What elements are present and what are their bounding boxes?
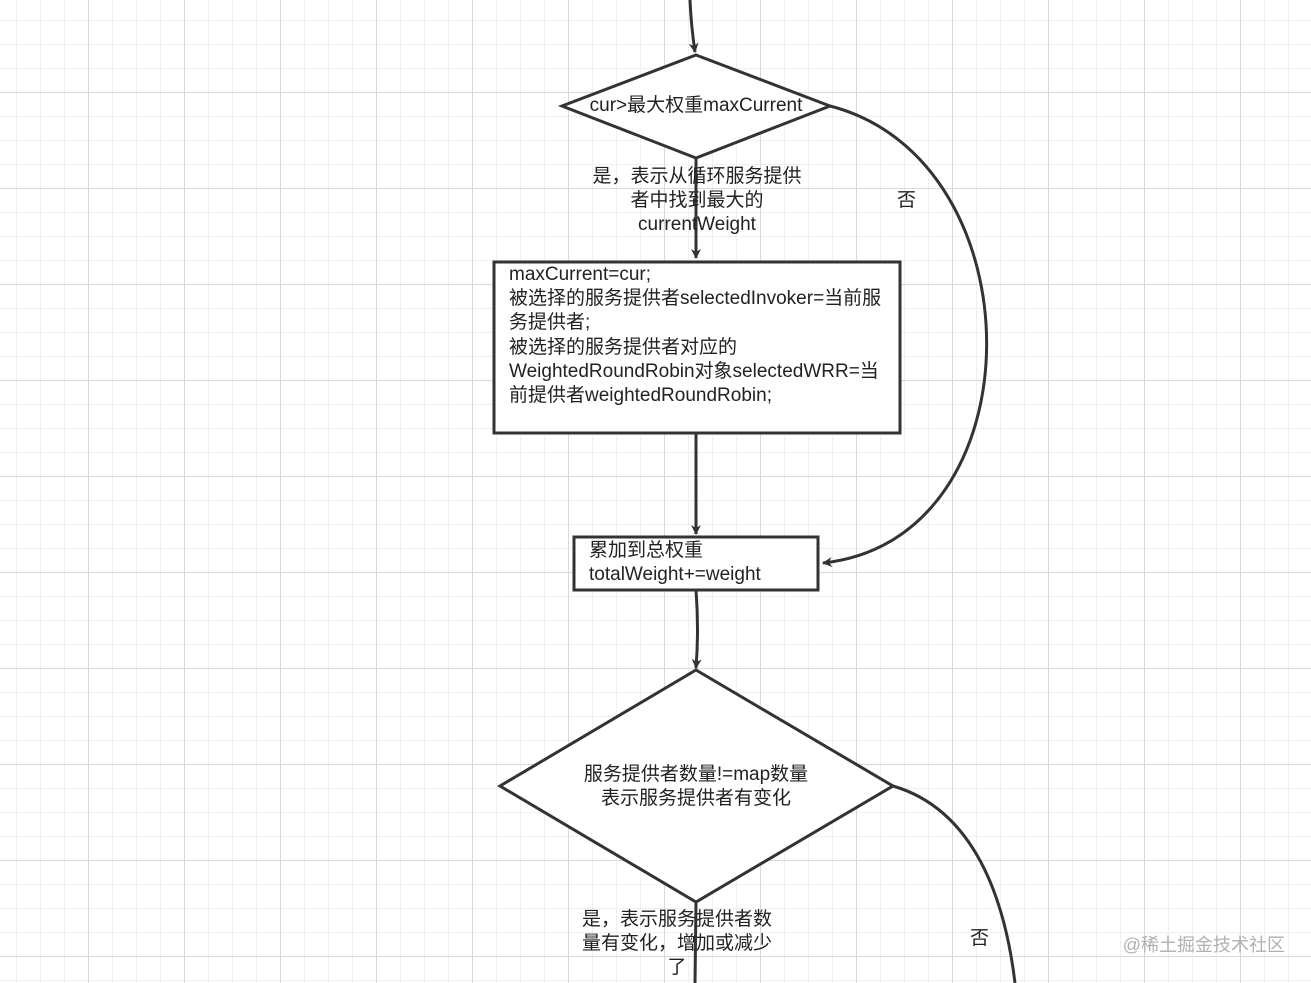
edge-process2-to-decision2 (691, 589, 702, 669)
edge-no1-label: 否 (897, 190, 917, 211)
process1-label: maxCurrent=cur; 被选择的服务提供者selectedInvoker… (509, 264, 882, 407)
edge-yes2-label: 是，表示服务提供者数量有变化，增加或减少了 (581, 909, 772, 978)
decision1-label: cur>最大权重maxCurrent (589, 95, 803, 116)
edge-into-decision1 (688, 0, 699, 53)
edge-no2 (892, 784, 1017, 983)
process2-label: 累加到总权重 totalWeight+=weight (589, 540, 761, 585)
edge-yes2 (693, 901, 698, 983)
edge-no2-label: 否 (970, 928, 990, 949)
decision2-label: 服务提供者数量!=map数量 表示服务提供者有变化 (583, 764, 809, 809)
watermark: @稀土掘金技术社区 (1122, 935, 1285, 955)
process1-shape (492, 260, 902, 435)
edge-yes1-label: 是，表示从循环服务提供者中找到最大的currentWeight (592, 166, 802, 235)
edge-no1 (822, 104, 989, 568)
